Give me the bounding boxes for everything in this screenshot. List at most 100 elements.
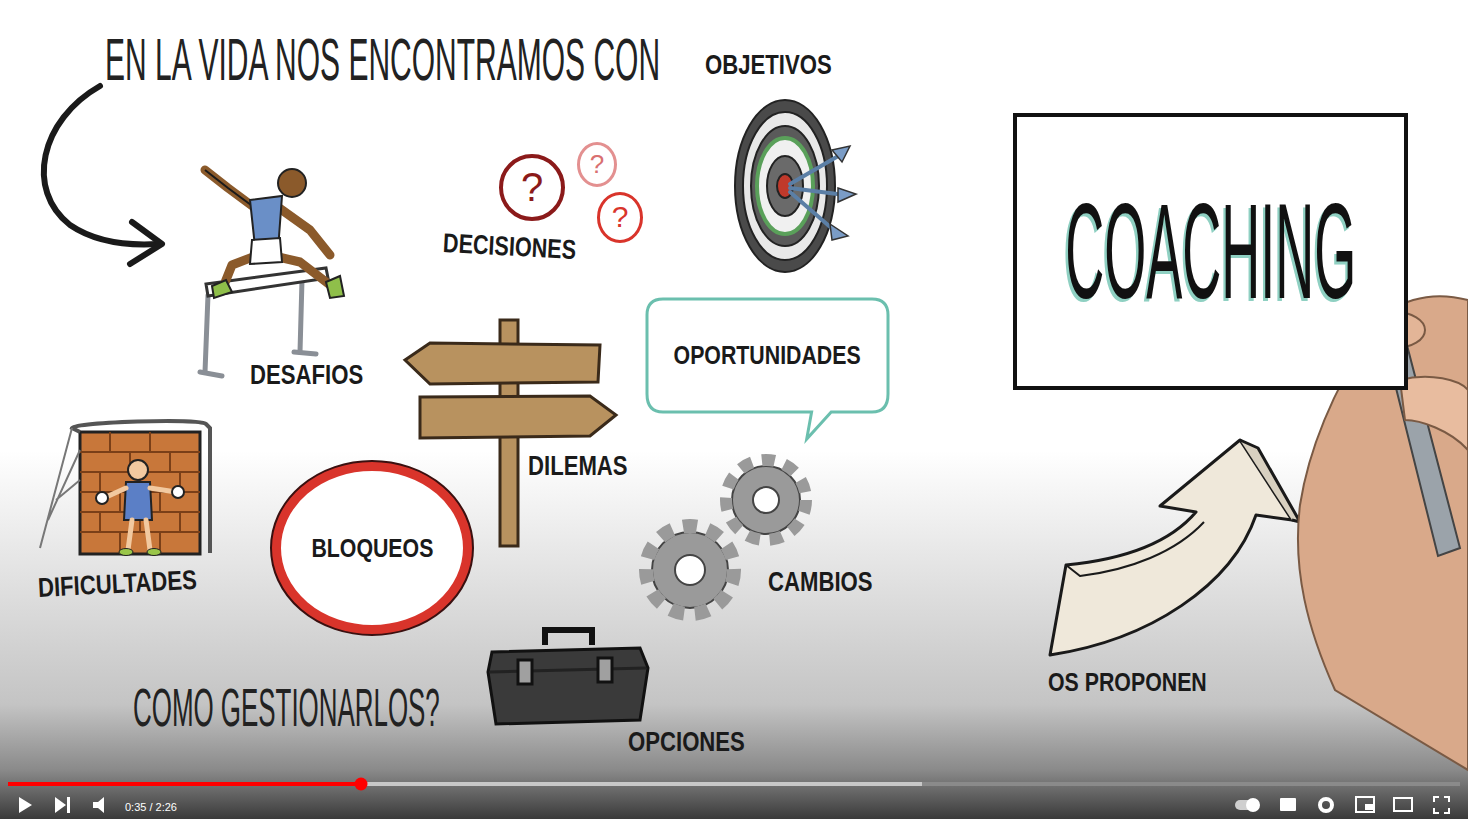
hurdler-figure-part	[326, 276, 344, 298]
hurdler-figure-part-part	[205, 170, 255, 208]
growth-arrow	[1050, 440, 1300, 655]
hurdler-figure-part-part	[300, 280, 302, 352]
option-label-holder: OPCIONES	[628, 729, 771, 756]
speech-bubble-border	[647, 299, 888, 439]
dartboard-figure-part-part	[790, 155, 840, 184]
curved-arrow	[44, 86, 162, 264]
title-text: EN LA VIDA NOS ENCONTRAMOS CON	[105, 30, 660, 90]
question-circle: ?	[596, 191, 644, 244]
growth-arrow-part	[1050, 440, 1292, 655]
video-player-bar-part	[355, 778, 368, 791]
objective-label: OBJETIVOS	[705, 52, 832, 79]
hurdler-figure-part-part	[200, 372, 222, 376]
video-player-bar-part	[19, 797, 32, 813]
question-heading: COMO GESTIONARLOS?	[133, 680, 440, 734]
hurdler-figure-part	[205, 170, 330, 290]
toolbox-figure-part	[518, 660, 532, 684]
growth-arrow-part	[1240, 440, 1300, 522]
objective-label-holder: OBJETIVOS	[705, 52, 860, 79]
coaching-box: COACHING	[1013, 113, 1408, 390]
dartboard-figure-part	[757, 138, 813, 234]
goal-wall-figure-part	[96, 492, 108, 504]
blocker-circle: BLOQUEOS	[270, 460, 474, 636]
video-time-holder: 0:35 / 2:26	[125, 798, 177, 814]
coaching-box-text: COACHING	[1065, 184, 1356, 319]
blocker-circle-content: BLOQUEOS	[270, 460, 474, 636]
goal-wall-figure-part-part	[146, 520, 150, 550]
video-player-bar-part	[55, 797, 66, 813]
gears-figure-part	[726, 460, 806, 540]
toolbox-figure-part	[488, 648, 648, 724]
question-circle-content: ?	[596, 191, 644, 244]
goal-wall-figure-part-part	[159, 492, 161, 512]
challenge-label-holder: DESAFIOS	[250, 362, 388, 389]
dartboard-figure	[735, 100, 856, 272]
difficulty-label: DIFICULTADES	[37, 567, 197, 602]
video-player-bar-part	[1246, 798, 1260, 812]
dartboard-figure-part	[830, 146, 856, 240]
video-player-bar-part	[1356, 797, 1374, 812]
title-text-holder: EN LA VIDA NOS ENCONTRAMOS CON	[105, 30, 1215, 90]
question-circle-ring	[599, 193, 642, 241]
toolbox-figure	[488, 630, 648, 724]
signpost-figure-part	[420, 396, 616, 438]
dartboard-figure-part-part	[830, 224, 848, 240]
change-label: CAMBIOS	[768, 569, 873, 596]
goal-wall-figure-part	[104, 488, 176, 550]
goal-wall-figure-part-part	[80, 451, 200, 453]
hurdler-figure-part-part	[205, 170, 255, 208]
speech-bubble-outline	[645, 297, 890, 442]
video-player-bar-part	[1365, 804, 1373, 810]
hurdler-figure-part-part	[205, 295, 208, 372]
question-circle-content: ?	[576, 141, 618, 188]
video-player-bar-part	[8, 782, 1460, 786]
growth-arrow-part	[1066, 522, 1204, 576]
hurdler-figure-part-part	[294, 352, 316, 354]
blocker-circle-text: BLOQUEOS	[311, 535, 433, 561]
goal-wall-figure-part-part	[179, 512, 181, 532]
gears-figure-part	[675, 555, 705, 585]
curved-arrow-part	[44, 86, 158, 244]
goal-wall-figure-part	[80, 432, 200, 554]
signpost-figure-part	[405, 343, 600, 384]
goal-wall-figure-part-part	[99, 512, 101, 532]
speech-bubble: OPORTUNIDADES	[645, 297, 890, 442]
gears-figure-part	[732, 466, 800, 534]
video-player-bar-part	[1280, 798, 1296, 811]
curved-arrow-part	[130, 222, 162, 264]
goal-wall-figure-part	[119, 549, 133, 556]
video-player-bar-part	[8, 782, 361, 786]
gears-figure-part	[646, 526, 734, 614]
coaching-box-content: COACHING	[1017, 117, 1404, 386]
question-circle-ring	[579, 143, 616, 185]
video-player-bar	[8, 778, 1460, 814]
question-circle: ?	[576, 141, 618, 188]
video-player-bar-part	[93, 797, 104, 813]
dartboard-figure-part	[751, 126, 819, 246]
speech-bubble-text: OPORTUNIDADES	[674, 342, 861, 368]
dartboard-figure-part	[767, 156, 803, 216]
toolbox-figure-part	[490, 668, 646, 672]
blocker-circle-ring	[276, 466, 468, 630]
goal-wall-figure-part	[72, 421, 210, 553]
dartboard-figure-part-part	[790, 188, 845, 195]
dartboard-figure-part	[790, 155, 845, 232]
difficulty-label-holder: DIFICULTADES	[38, 575, 232, 602]
hurdler-figure	[200, 169, 344, 376]
goal-wall-figure	[40, 421, 210, 555]
hand-figure-part	[1400, 377, 1468, 450]
dilemma-label: DILEMAS	[528, 453, 628, 480]
blocker-circle-ring-edge	[271, 461, 473, 635]
dartboard-figure-part-part	[790, 192, 836, 232]
toolbox-figure-part	[598, 658, 612, 682]
question-circle-text: ?	[612, 202, 629, 232]
goal-wall-figure-part	[172, 486, 184, 498]
proposal-label: OS PROPONEN	[1048, 669, 1207, 695]
toolbox-figure-part	[545, 630, 592, 645]
dartboard-figure-part	[743, 112, 827, 260]
goal-wall-figure-part	[40, 428, 80, 548]
dartboard-figure-part-part	[832, 146, 850, 162]
video-player-bar-part	[1320, 799, 1332, 811]
video-player-bar-part	[1394, 798, 1412, 811]
challenge-label: DESAFIOS	[250, 362, 363, 389]
